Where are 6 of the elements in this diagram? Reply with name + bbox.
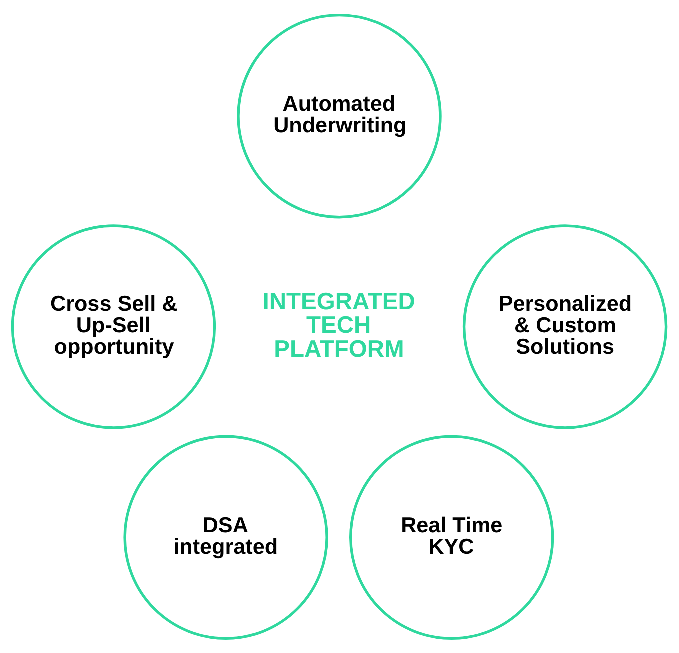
node-circle: DSA integrated — [124, 434, 328, 640]
node-circle: Cross Sell & Up-Sell opportunity — [11, 224, 216, 429]
node-circle: Personalized & Custom Solutions — [462, 224, 668, 429]
node-circle: Automated Underwriting — [237, 13, 442, 218]
node-circle: Real Time KYC — [350, 434, 554, 640]
label: INTEGRATED TECH PLATFORM — [262, 288, 416, 362]
